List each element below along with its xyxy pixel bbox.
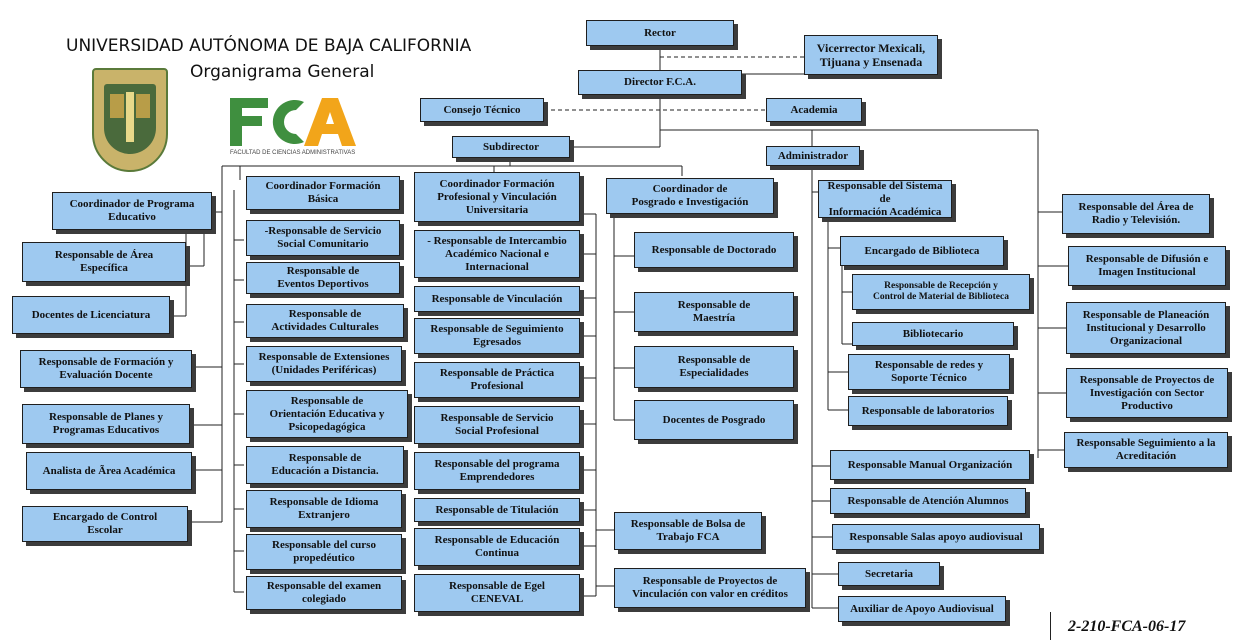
posgrado-head: Coordinador de Posgrado e Investigación: [606, 178, 774, 214]
sistema-informacion-item-1: Encargado de Biblioteca: [840, 236, 1004, 266]
proyectos-vinculacion-box: Responsable de Proyectos de Vinculación …: [614, 568, 806, 608]
admin-item-1: Responsable Manual Organización: [830, 450, 1030, 480]
posgrado-item-3: Responsable de Especialidades: [634, 346, 794, 388]
formacion-profesional-item-6: Responsable del programa Emprendedores: [414, 452, 580, 490]
admin-item-5: Auxiliar de Apoyo Audiovisual: [838, 596, 1006, 622]
formacion-basica-item-6: Responsable de Educación a Distancia.: [246, 446, 404, 484]
left-item-6: Analista de Ãrea Académica: [26, 452, 192, 490]
posgrado-item-2: Responsable de Maestría: [634, 292, 794, 332]
admin-item-3: Responsable Salas apoyo audiovisual: [832, 524, 1040, 550]
formacion-profesional-item-1: - Responsable de Intercambio Académico N…: [414, 230, 580, 278]
formacion-profesional-item-2: Responsable de Vinculación: [414, 286, 580, 312]
right-item-1: Responsable del Área de Radio y Televisi…: [1062, 194, 1210, 234]
sistema-informacion-item-2: Responsable de Recepción y Control de Ma…: [852, 274, 1030, 310]
right-item-2: Responsable de Difusión e Imagen Institu…: [1068, 246, 1226, 286]
right-item-5: Responsable Seguimiento a la Acreditació…: [1064, 432, 1228, 468]
fca-logo: FACULTAD DE CIENCIAS ADMINISTRATIVAS: [230, 94, 360, 164]
formacion-basica-head: Coordinador Formación Básica: [246, 176, 400, 210]
sistema-informacion-item-5: Responsable de laboratorios: [848, 396, 1008, 426]
formacion-profesional-item-9: Responsable de Egel CENEVAL: [414, 574, 580, 612]
formacion-basica-item-2: Responsable de Eventos Deportivos: [246, 262, 400, 294]
administrador-box: Administrador: [766, 146, 860, 166]
bolsa-trabajo-box: Responsable de Bolsa de Trabajo FCA: [614, 512, 762, 550]
formacion-basica-item-3: Responsable de Actividades Culturales: [246, 304, 404, 338]
left-item-1: Coordinador de Programa Educativo: [52, 192, 212, 230]
formacion-basica-item-8: Responsable del curso propedéutico: [246, 534, 402, 570]
formacion-basica-item-9: Responsable del examen colegiado: [246, 576, 402, 610]
left-item-7: Encargado de Control Escolar: [22, 506, 188, 542]
vicerrector-box: Vicerrector Mexicali, Tijuana y Ensenada: [804, 35, 938, 75]
formacion-basica-item-1: -Responsable de Servicio Social Comunita…: [246, 220, 400, 256]
rector-box: Rector: [586, 20, 734, 46]
university-title: UNIVERSIDAD AUTÓNOMA DE BAJA CALIFORNIA: [66, 36, 472, 56]
sistema-informacion-item-4: Responsable de redes y Soporte Técnico: [848, 354, 1010, 390]
subdirector-box: Subdirector: [452, 136, 570, 158]
formacion-basica-item-7: Responsable de Idioma Extranjero: [246, 490, 402, 528]
admin-item-2: Responsable de Atención Alumnos: [830, 488, 1026, 514]
formacion-profesional-item-7: Responsable de Titulación: [414, 498, 580, 522]
sistema-informacion-item-3: Bibliotecario: [852, 322, 1014, 346]
director-box: Director F.C.A.: [578, 70, 742, 95]
uabc-crest-logo: [92, 68, 168, 172]
formacion-basica-item-4: Responsable de Extensiones (Unidades Per…: [246, 346, 402, 382]
left-item-2: Responsable de Área Específica: [22, 242, 186, 282]
consejo-tecnico-box: Consejo Técnico: [420, 98, 544, 122]
right-item-3: Responsable de Planeación Institucional …: [1066, 302, 1226, 354]
formacion-profesional-head: Coordinador Formación Profesional y Vinc…: [414, 172, 580, 222]
posgrado-item-4: Docentes de Posgrado: [634, 400, 794, 440]
right-item-4: Responsable de Proyectos de Investigació…: [1066, 368, 1228, 418]
formacion-profesional-item-5: Responsable de Servicio Social Profesion…: [414, 406, 580, 444]
left-item-3: Docentes de Licenciatura: [12, 296, 170, 334]
admin-item-4: Secretaria: [838, 562, 940, 586]
formacion-profesional-item-3: Responsable de Seguimiento Egresados: [414, 318, 580, 354]
footer-divider: [1050, 612, 1051, 640]
document-code: 2-210-FCA-06-17: [1068, 618, 1186, 635]
sistema-informacion-head: Responsable del Sistema de Información A…: [818, 180, 952, 218]
formacion-basica-item-5: Responsable de Orientación Educativa y P…: [246, 390, 408, 438]
fca-caption: FACULTAD DE CIENCIAS ADMINISTRATIVAS: [230, 150, 356, 156]
left-item-4: Responsable de Formación y Evaluación Do…: [20, 350, 192, 388]
formacion-profesional-item-4: Responsable de Práctica Profesional: [414, 362, 580, 398]
left-item-5: Responsable de Planes y Programas Educat…: [22, 404, 190, 444]
formacion-profesional-item-8: Responsable de Educación Continua: [414, 528, 580, 566]
chart-subtitle: Organigrama General: [190, 62, 375, 82]
posgrado-item-1: Responsable de Doctorado: [634, 232, 794, 268]
academia-box: Academia: [766, 98, 862, 122]
